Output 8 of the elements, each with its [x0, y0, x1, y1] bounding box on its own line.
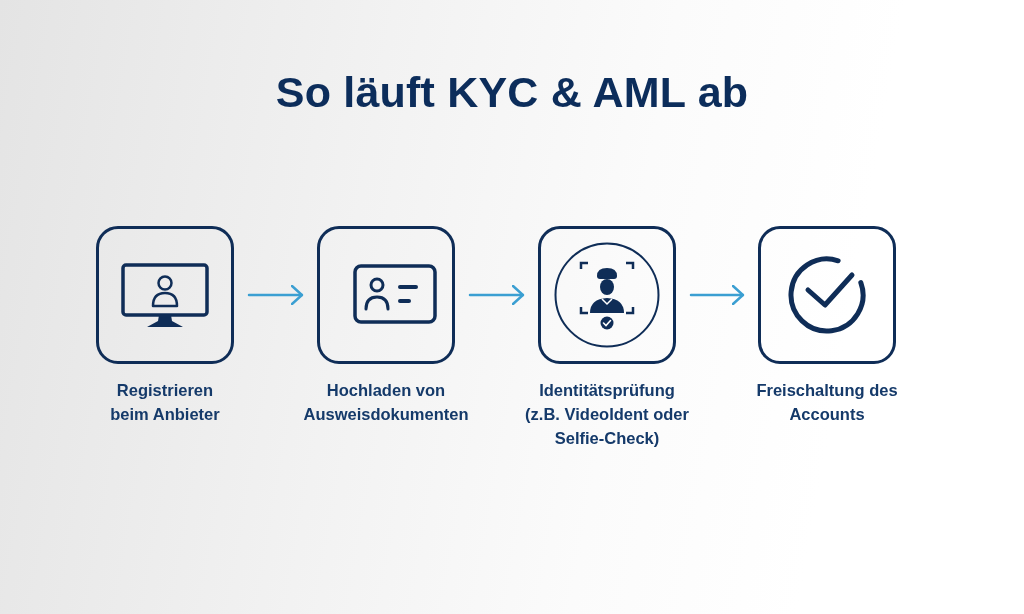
step-label: Registrieren beim Anbieter [109, 380, 221, 425]
step-label: Freischaltung des Accounts [755, 380, 899, 425]
arrow [468, 284, 525, 306]
arrow [689, 284, 745, 306]
step-label: Identitätsprüfung (z.B. VideoIdent oder Selfie-Check) [524, 380, 690, 449]
title: So läuft KYC & AML ab [275, 68, 749, 116]
step-label: Hochladen von Ausweisdokumenten [302, 380, 470, 425]
arrow [247, 284, 304, 306]
